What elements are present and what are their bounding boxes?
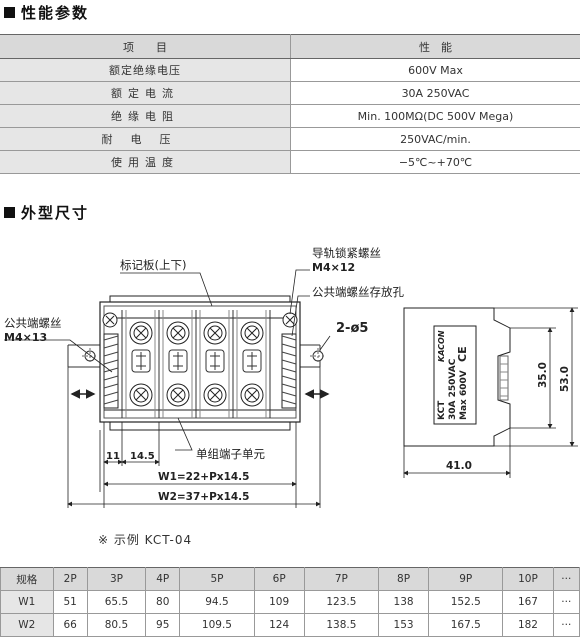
dimensions-heading-text: 外型尺寸	[21, 204, 90, 222]
dim-header-cell: 6P	[253, 567, 305, 591]
dim-header-cell: 10P	[502, 567, 554, 591]
side-view	[403, 307, 511, 447]
dim-row-label: W1	[0, 590, 54, 614]
dim-header-cell: 3P	[86, 567, 147, 591]
dim-cell: 167	[502, 590, 554, 614]
dim-cell: 51	[52, 590, 88, 614]
spec-row: 额定绝缘电压 600V Max	[0, 58, 580, 82]
dim-cell: 152.5	[428, 590, 504, 614]
dimensions-heading: 外型尺寸	[4, 202, 89, 223]
side-model: KCT	[437, 400, 447, 420]
side-rating2: Max 600V	[459, 370, 469, 420]
side-mark: CE	[456, 346, 469, 362]
spec-value: −5℃~+70℃	[290, 150, 580, 174]
square-bullet-icon	[4, 7, 15, 18]
dim-cell: 94.5	[179, 590, 255, 614]
dim-cell: 153	[377, 613, 430, 637]
dim-header-cell: 4P	[145, 567, 181, 591]
spec-item: 额定电流	[0, 81, 291, 105]
dim-header-cell: ···	[552, 567, 580, 591]
dim-cell: 65.5	[86, 590, 147, 614]
dim-cell: 80.5	[86, 613, 147, 637]
label-rail-screw-size: M4×12	[312, 261, 355, 274]
spec-value: 30A 250VAC	[290, 81, 580, 105]
spec-value: 600V Max	[290, 58, 580, 82]
performance-heading-text: 性能参数	[21, 4, 90, 22]
dim-35: 35.0	[537, 362, 549, 388]
dim-11: 11	[106, 451, 120, 462]
dim-header-cell: 规格	[0, 567, 54, 591]
dim-cell: 80	[145, 590, 181, 614]
dim-table: 规格 2P 3P 4P 5P 6P 7P 8P 9P 10P ··· W1 51…	[0, 567, 580, 637]
label-holes: 2-ø5	[336, 321, 368, 336]
spec-row: 绝缘电阻 Min. 100MΩ(DC 500V Mega)	[0, 104, 580, 128]
label-marker-board: 标记板(上下)	[120, 258, 186, 272]
dim-header-cell: 5P	[179, 567, 255, 591]
dim-w1: W1=22+Px14.5	[158, 471, 249, 483]
dim-53: 53.0	[559, 366, 571, 392]
dim-cell: 109.5	[179, 613, 255, 637]
dim-cell: 167.5	[428, 613, 504, 637]
spec-row: 耐电压 250VAC/min.	[0, 127, 580, 151]
dim-row-w2: W2 66 80.5 95 109.5 124 138.5 153 167.5 …	[0, 613, 580, 637]
dim-header-cell: 2P	[52, 567, 88, 591]
dim-cell: ···	[552, 590, 580, 614]
spec-item: 额定绝缘电压	[0, 58, 291, 82]
side-label-text: KCT 30A 250VAC Max 600V KACON CE	[437, 330, 469, 420]
square-bullet-icon	[4, 207, 15, 218]
spec-header-value: 性 能	[290, 34, 580, 59]
label-rail-screw: 导轨锁紧螺丝	[312, 246, 381, 260]
side-rating1: 30A 250VAC	[448, 358, 458, 420]
dim-cell: 182	[502, 613, 554, 637]
dim-cell: 138.5	[303, 613, 379, 637]
side-brand: KACON	[437, 330, 446, 362]
dim-w2: W2=37+Px14.5	[158, 491, 249, 503]
dim-cell: 109	[253, 590, 305, 614]
leaders	[4, 269, 310, 451]
label-single-unit: 单组端子单元	[196, 447, 265, 461]
label-common-screw-size: M4×13	[4, 331, 47, 344]
performance-heading: 性能参数	[4, 2, 89, 23]
dim-14-5: 14.5	[130, 451, 155, 462]
dim-cell: 123.5	[303, 590, 379, 614]
spec-value: 250VAC/min.	[290, 127, 580, 151]
spec-header-item: 项 目	[0, 34, 291, 59]
spec-table: 项 目 性 能 额定绝缘电压 600V Max 额定电流 30A 250VAC …	[0, 34, 580, 174]
dim-row-label: W2	[0, 613, 54, 637]
spec-item: 绝缘电阻	[0, 104, 291, 128]
spec-header-row: 项 目 性 能	[0, 34, 580, 59]
dim-cell: 95	[145, 613, 181, 637]
example-note: ※ 示例 KCT-04	[98, 533, 193, 547]
spec-item: 耐电压	[0, 127, 291, 151]
dim-41: 41.0	[446, 460, 472, 472]
dim-cell: 138	[377, 590, 430, 614]
dim-header-cell: 8P	[377, 567, 430, 591]
spec-item: 使用温度	[0, 150, 291, 174]
dim-cell: 124	[253, 613, 305, 637]
dimension-drawing: 标记板(上下) 导轨锁紧螺丝 M4×12 公共端螺丝存放孔 公共端螺丝 M4×1…	[4, 246, 578, 508]
spec-value: Min. 100MΩ(DC 500V Mega)	[290, 104, 580, 128]
dim-header-row: 规格 2P 3P 4P 5P 6P 7P 8P 9P 10P ···	[0, 567, 580, 591]
dim-cell: ···	[552, 613, 580, 637]
dim-cell: 66	[52, 613, 88, 637]
dim-row-w1: W1 51 65.5 80 94.5 109 123.5 138 152.5 1…	[0, 590, 580, 614]
dim-header-cell: 9P	[428, 567, 504, 591]
label-common-screw: 公共端螺丝	[4, 316, 62, 330]
dim-header-cell: 7P	[303, 567, 379, 591]
width-dimensions	[67, 367, 321, 508]
label-common-hole: 公共端螺丝存放孔	[312, 285, 404, 299]
spec-row: 使用温度 −5℃~+70℃	[0, 150, 580, 174]
side-dimensions	[403, 307, 578, 478]
terminal-block	[99, 295, 301, 431]
spec-row: 额定电流 30A 250VAC	[0, 81, 580, 105]
